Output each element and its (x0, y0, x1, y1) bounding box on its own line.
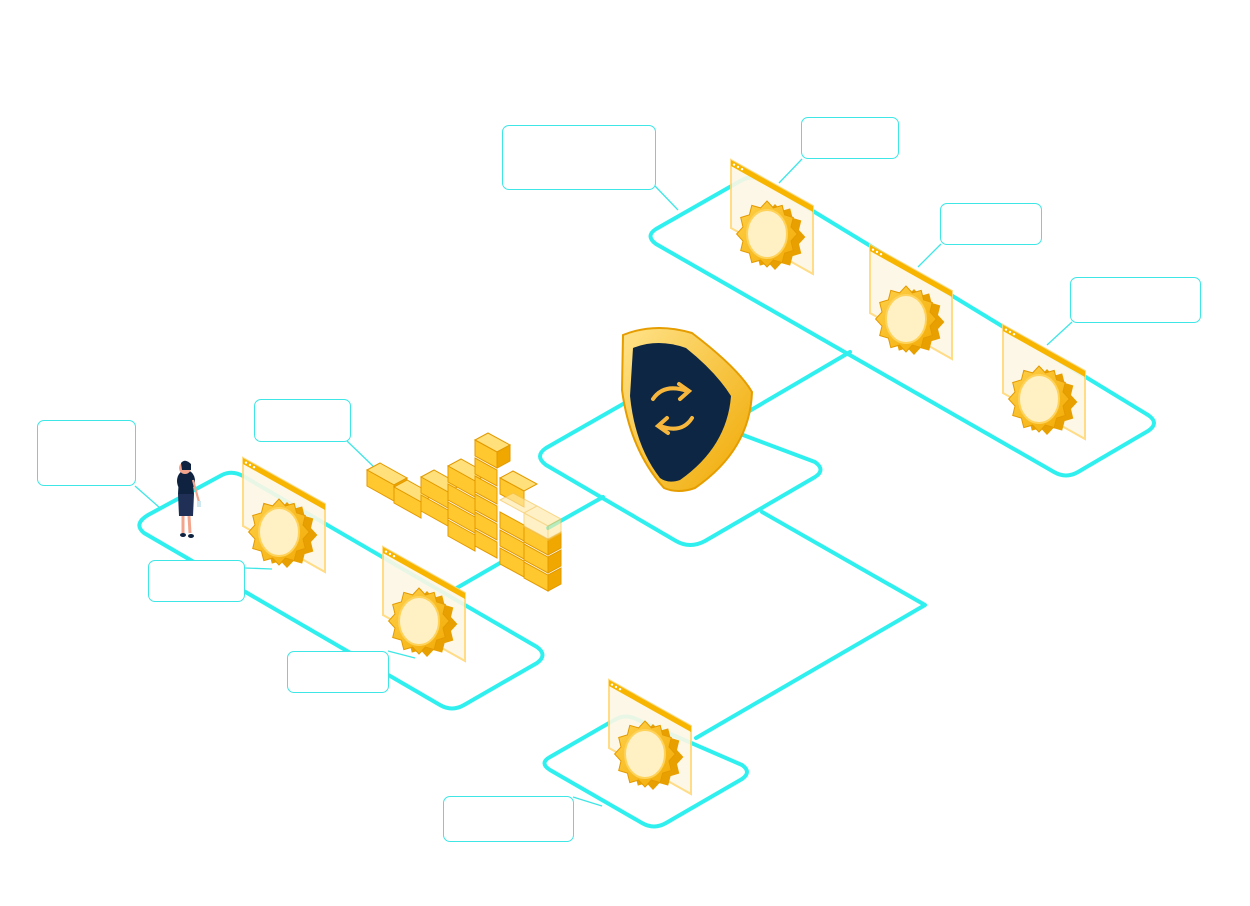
callout-left-top-text (38, 421, 135, 433)
callout-top-3-text (1071, 278, 1200, 290)
gear-windows (242, 158, 1086, 796)
callout-top-wide-text (503, 126, 655, 138)
callout-top-2 (940, 203, 1042, 245)
sync-arrows-icon (651, 382, 694, 435)
person-figure-icon (177, 460, 201, 538)
callout-leaders (134, 158, 1073, 807)
callout-left-top (37, 420, 136, 486)
callout-top-2-text (941, 204, 1041, 216)
link-center-to-bottom (694, 510, 927, 740)
gear-window-icon (242, 456, 326, 574)
callout-firewall (254, 399, 351, 442)
link-left-to-firewall (453, 561, 502, 591)
platform-left (137, 470, 545, 711)
callout-top-1 (801, 117, 899, 159)
gear-window-icon (730, 158, 814, 276)
callout-left-a-text (149, 561, 244, 573)
callout-bottom (443, 796, 574, 842)
firewall-bricks-icon (365, 432, 563, 592)
callout-bottom-text (444, 797, 573, 809)
gear-window-icon (869, 243, 953, 361)
callout-top-1-text (802, 118, 898, 130)
link-center-to-topright (744, 350, 852, 415)
gear-window-icon (1002, 323, 1086, 441)
callout-left-a (148, 560, 245, 602)
callout-left-b (287, 651, 389, 693)
callout-left-b-text (288, 652, 388, 664)
callout-top-wide (502, 125, 656, 190)
shield-sync-icon (620, 326, 754, 492)
callout-top-3 (1070, 277, 1201, 323)
callout-firewall-text (255, 400, 350, 412)
gear-window-icon (382, 545, 466, 663)
gear-window-icon (608, 678, 692, 796)
